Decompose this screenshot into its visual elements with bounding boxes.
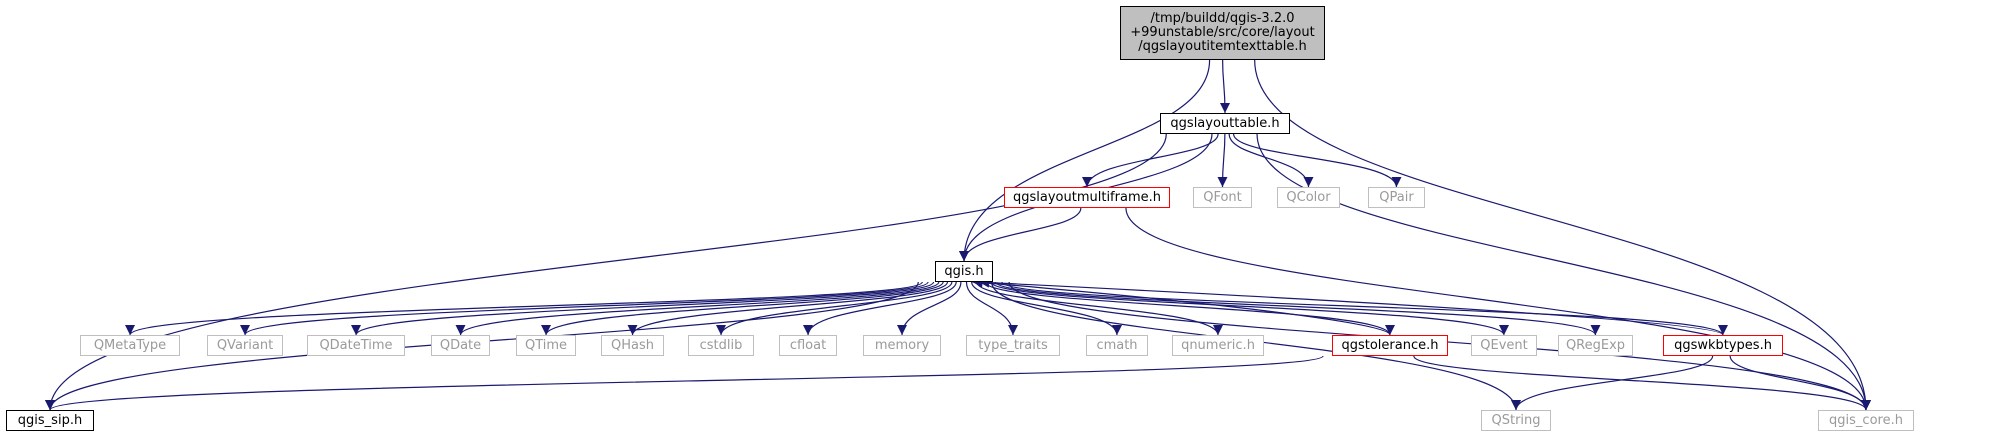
node-qgstolerance[interactable]: qgstolerance.h [1332,335,1448,356]
node-qgis_sip[interactable]: qgis_sip.h [6,410,94,431]
node-label: qgis.h [944,264,984,279]
node-label: QColor [1286,190,1331,205]
node-label: QString [1491,413,1541,428]
node-cstdlib[interactable]: cstdlib [688,335,754,356]
edge-qgslayoutmultiframe-to-qgis_core [1125,207,1871,411]
edge-qgis-to-QDate [455,281,940,336]
node-qgslayouttable[interactable]: qgslayouttable.h [1160,113,1290,134]
node-QTime[interactable]: QTime [516,335,576,356]
node-QMetaType[interactable]: QMetaType [80,335,180,356]
node-label: QPair [1379,190,1414,205]
node-cmath[interactable]: cmath [1086,335,1148,356]
node-label: QTime [524,338,568,353]
edge-qgis-to-QDateTime [351,281,935,336]
node-root[interactable]: /tmp/buildd/qgis-3.2.0 +99unstable/src/c… [1120,6,1325,60]
node-QDate[interactable]: QDate [431,335,490,356]
edge-qgis-to-type_traits [965,281,1018,336]
node-QRegExp[interactable]: QRegExp [1558,335,1633,356]
node-label: QDateTime [319,338,393,353]
edge-qgswkbtypes-to-qgis_core [1729,355,1871,411]
node-cfloat[interactable]: cfloat [779,335,837,356]
edge-qgis-to-cmath [971,281,1122,336]
edge-qgslayouttable-to-qgslayoutmultiframe [1082,133,1219,188]
edge-qgis-to-QMetaType [125,281,923,336]
node-qgis_core[interactable]: qgis_core.h [1818,410,1914,431]
edge-qgis-to-cstdlib [716,281,953,336]
node-label: /qgslayoutitemtexttable.h [1138,39,1307,54]
node-label: qgslayouttable.h [1170,116,1280,131]
node-label: QDate [439,338,482,353]
edge-qgis-to-qgswkbtypes [1001,281,1728,336]
node-QDateTime[interactable]: QDateTime [307,335,405,356]
node-label: memory [874,338,930,353]
edge-qgis-to-qnumeric [976,281,1223,336]
node-label: QMetaType [93,338,167,353]
node-label: qgstolerance.h [1341,338,1439,353]
node-qgswkbtypes[interactable]: qgswkbtypes.h [1663,335,1783,356]
edge-qgswkbtypes-to-qgis [979,277,1724,336]
node-label: QEvent [1480,338,1528,353]
node-label: type_traits [978,338,1048,353]
edge-qgstolerance-to-qgis [972,277,1391,336]
node-label: +99unstable/src/core/layout [1130,25,1315,40]
edge-qgswkbtypes-to-QString [1511,355,1714,411]
node-QEvent[interactable]: QEvent [1471,335,1537,356]
node-qgslayoutmultiframe[interactable]: qgslayoutmultiframe.h [1004,187,1170,208]
node-label: qgis_core.h [1829,413,1903,428]
edge-qgslayouttable-to-qgis_core [1256,133,1871,411]
node-label: cstdlib [699,338,743,353]
edge-root-to-qgis_core [1254,59,1871,411]
node-label: qnumeric.h [1181,338,1255,353]
node-label: qgslayoutmultiframe.h [1013,190,1161,205]
edge-qgstolerance-to-qgis_core [1413,355,1871,411]
node-label: QHash [611,338,654,353]
node-label: QVariant [216,338,274,353]
node-QString[interactable]: QString [1481,410,1551,431]
edge-qgis-to-QTime [541,281,944,336]
edge-qgis-to-qgstolerance [984,281,1395,336]
node-QFont[interactable]: QFont [1193,187,1252,208]
node-label: qgswkbtypes.h [1674,338,1772,353]
node-label: cfloat [789,338,827,353]
node-QVariant[interactable]: QVariant [207,335,283,356]
node-QPair[interactable]: QPair [1368,187,1425,208]
node-label: qgis_sip.h [17,413,83,428]
edge-qgslayouttable-to-QFont [1217,133,1228,188]
edge-qgslayouttable-to-QColor [1228,133,1314,188]
edge-qgstolerance-to-qgis_sip [45,355,1324,411]
node-qgis[interactable]: qgis.h [935,261,993,282]
edge-qgslayouttable-to-qgis_sip [45,133,1167,411]
node-label: QFont [1203,190,1242,205]
edge-qgis-to-QHash [627,281,949,336]
node-qnumeric[interactable]: qnumeric.h [1172,335,1264,356]
edge-root-to-qgis [959,59,1211,262]
node-label: cmath [1096,338,1138,353]
edge-qgslayoutmultiframe-to-qgis [959,207,1082,262]
edge-qgis-to-memory [897,281,962,336]
node-label: QRegExp [1565,338,1626,353]
edge-qgis-to-cfloat [803,281,957,336]
edge-qgis-to-QVariant [240,281,929,336]
node-QColor[interactable]: QColor [1277,187,1340,208]
node-label: /tmp/buildd/qgis-3.2.0 [1150,11,1295,26]
node-type_traits[interactable]: type_traits [966,335,1060,356]
edge-root-to-qgslayouttable [1219,59,1230,114]
edge-qgis-to-QEvent [990,281,1509,336]
node-QHash[interactable]: QHash [601,335,664,356]
node-memory[interactable]: memory [863,335,941,356]
edge-qgis-to-QRegExp [994,281,1601,336]
edge-qgslayouttable-to-QPair [1232,133,1402,188]
